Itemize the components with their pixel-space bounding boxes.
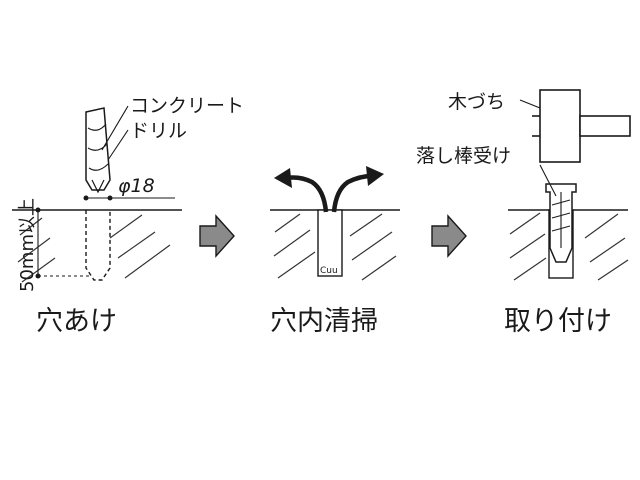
step-caption-cleaning: 穴内清掃 (270, 306, 378, 337)
step-drilling: コンクリート ドリル φ18 50mm以上 穴あけ (12, 95, 244, 337)
ground-hatch (17, 214, 171, 283)
drilled-hole (85, 210, 111, 281)
dust-scribble: Cuu (320, 266, 338, 276)
drill-leader-2 (107, 129, 129, 161)
arrow-right-icon (199, 214, 235, 258)
drill-leader-1 (101, 105, 129, 151)
step-cleaning: Cuu 穴内清掃 (270, 166, 400, 337)
anchor-icon (545, 183, 577, 263)
step-caption-drilling: 穴あけ (36, 306, 117, 337)
ground-hatch (509, 212, 629, 281)
drill-label-line2: ドリル (130, 120, 187, 142)
drill-bit-icon (85, 107, 111, 194)
diameter-label: φ18 (118, 175, 155, 197)
mallet-label: 木づち (448, 91, 505, 113)
depth-label: 50mm以上 (17, 198, 38, 292)
step-installing: 木づち 落し棒受け 取り付け (416, 89, 631, 337)
curved-arrow-icon (274, 166, 384, 213)
step-caption-installing: 取り付け (504, 306, 612, 337)
drilled-hole (317, 209, 343, 277)
ground-hatch (273, 213, 397, 281)
bolt-receiver-label: 落し棒受け (416, 145, 511, 167)
drill-label-line1: コンクリート (130, 95, 244, 117)
arrow-right-icon (431, 214, 467, 258)
hammer-icon (532, 89, 631, 163)
